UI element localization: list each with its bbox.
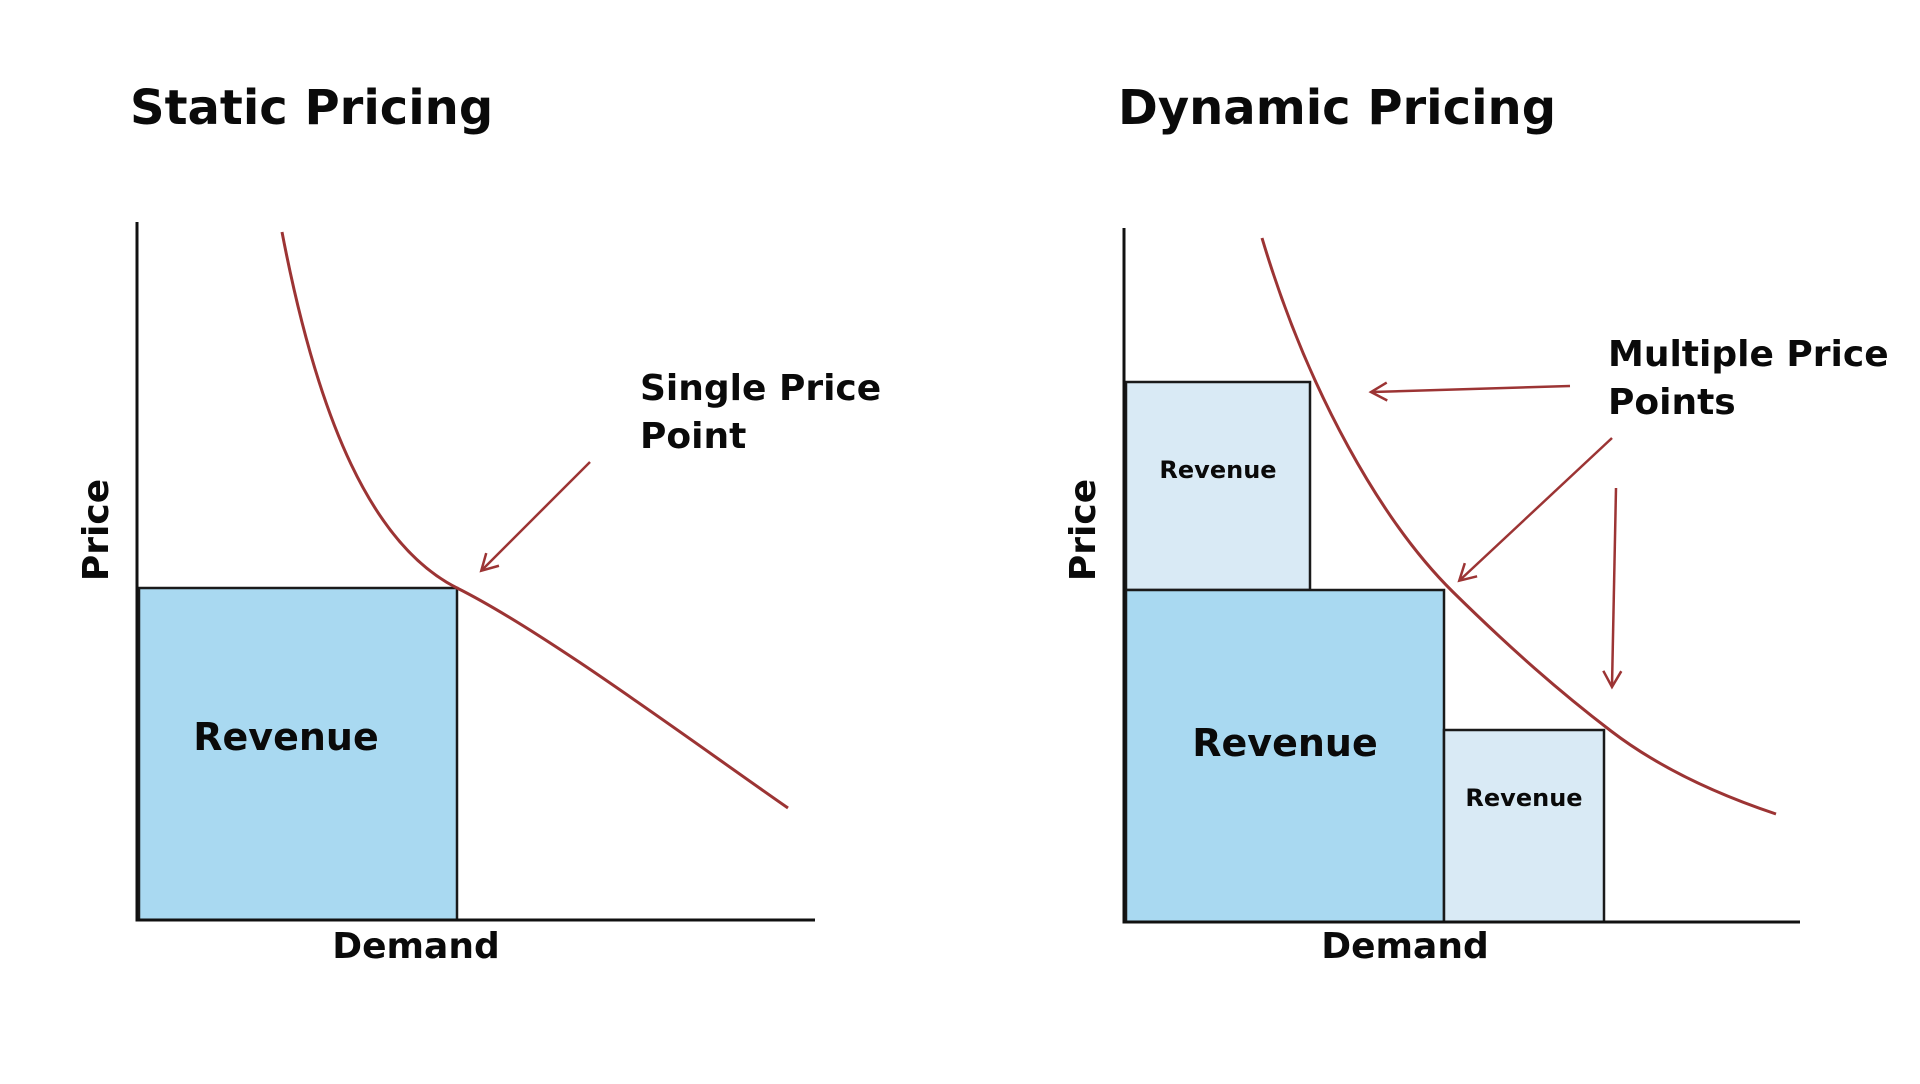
- static-axes: [135, 222, 815, 922]
- dynamic-demand-axis-label: Demand: [1321, 926, 1489, 967]
- static-price-axis-label: Price: [76, 479, 117, 581]
- multiple-price-points-arrow-3-icon: [1602, 487, 1623, 690]
- dynamic-revenue-label-right: Revenue: [1465, 784, 1582, 812]
- dynamic-axes: [1122, 228, 1800, 924]
- multiple-price-points-arrow-1-icon: [1368, 381, 1571, 402]
- single-price-point-arrow-icon: [479, 461, 591, 573]
- dynamic-revenue-rect-right: [1442, 728, 1606, 924]
- static-pricing-chart: Static Pricing Single Price Point Revenu…: [76, 80, 881, 967]
- dynamic-price-axis-label: Price: [1063, 479, 1104, 581]
- single-price-point-annotation-line1: Single Price: [640, 368, 881, 409]
- dynamic-revenue-label-top: Revenue: [1159, 456, 1276, 484]
- static-demand-axis-label: Demand: [332, 926, 500, 967]
- dynamic-revenue-rect-top: [1124, 380, 1312, 592]
- dynamic-demand-curve: [1260, 237, 1777, 816]
- multiple-price-points-annotation-line1: Multiple Price: [1608, 334, 1889, 375]
- dynamic-revenue-label-main: Revenue: [1192, 721, 1377, 765]
- static-revenue-label: Revenue: [193, 715, 378, 759]
- static-pricing-title: Static Pricing: [130, 80, 493, 136]
- dynamic-pricing-chart: Dynamic Pricing Multiple Price Points Re…: [1063, 80, 1889, 967]
- dynamic-revenue-rect-main: [1124, 588, 1446, 924]
- single-price-point-annotation-line2: Point: [640, 416, 746, 457]
- static-revenue-rect: [137, 586, 459, 922]
- multiple-price-points-annotation-line2: Points: [1608, 382, 1736, 423]
- multiple-price-points-arrow-2-icon: [1457, 437, 1613, 583]
- dynamic-pricing-title: Dynamic Pricing: [1118, 80, 1556, 136]
- static-demand-curve: [280, 231, 789, 810]
